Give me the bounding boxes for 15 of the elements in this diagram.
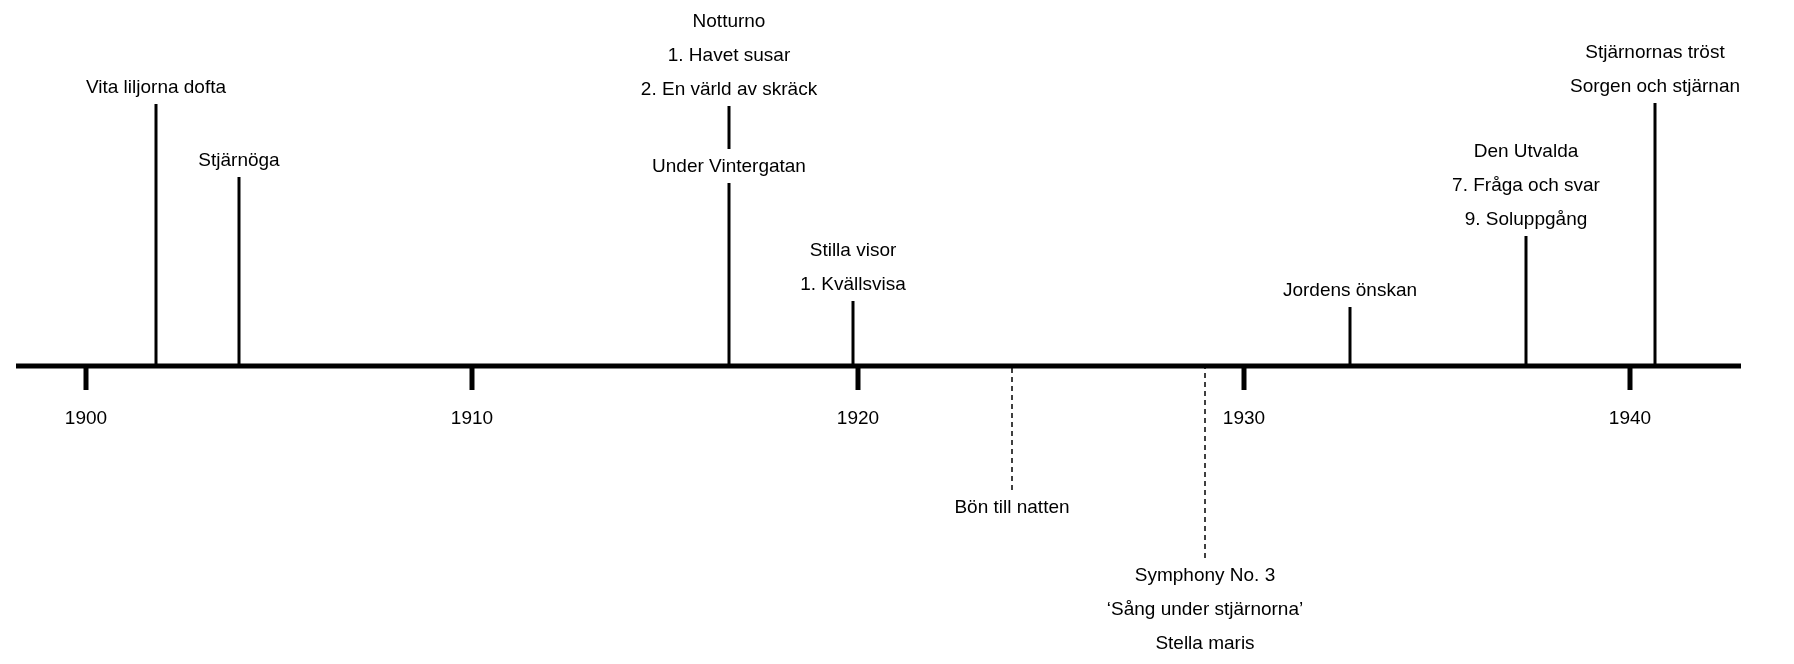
leader-line: [1204, 367, 1206, 559]
leader-line: [851, 301, 855, 364]
leader-line: [1524, 236, 1528, 364]
leader-line: [727, 106, 731, 149]
leader-line: [1653, 103, 1657, 364]
leader-line: [1011, 367, 1013, 491]
year-label: 1940: [1608, 406, 1652, 430]
leader-line: [1348, 307, 1352, 364]
year-label: 1910: [450, 406, 494, 430]
year-label: 1920: [836, 406, 880, 430]
year-label: 1930: [1222, 406, 1266, 430]
leader-line: [154, 104, 158, 364]
leader-line: [237, 177, 241, 364]
year-label: 1900: [64, 406, 108, 430]
leader-line: [727, 183, 731, 364]
